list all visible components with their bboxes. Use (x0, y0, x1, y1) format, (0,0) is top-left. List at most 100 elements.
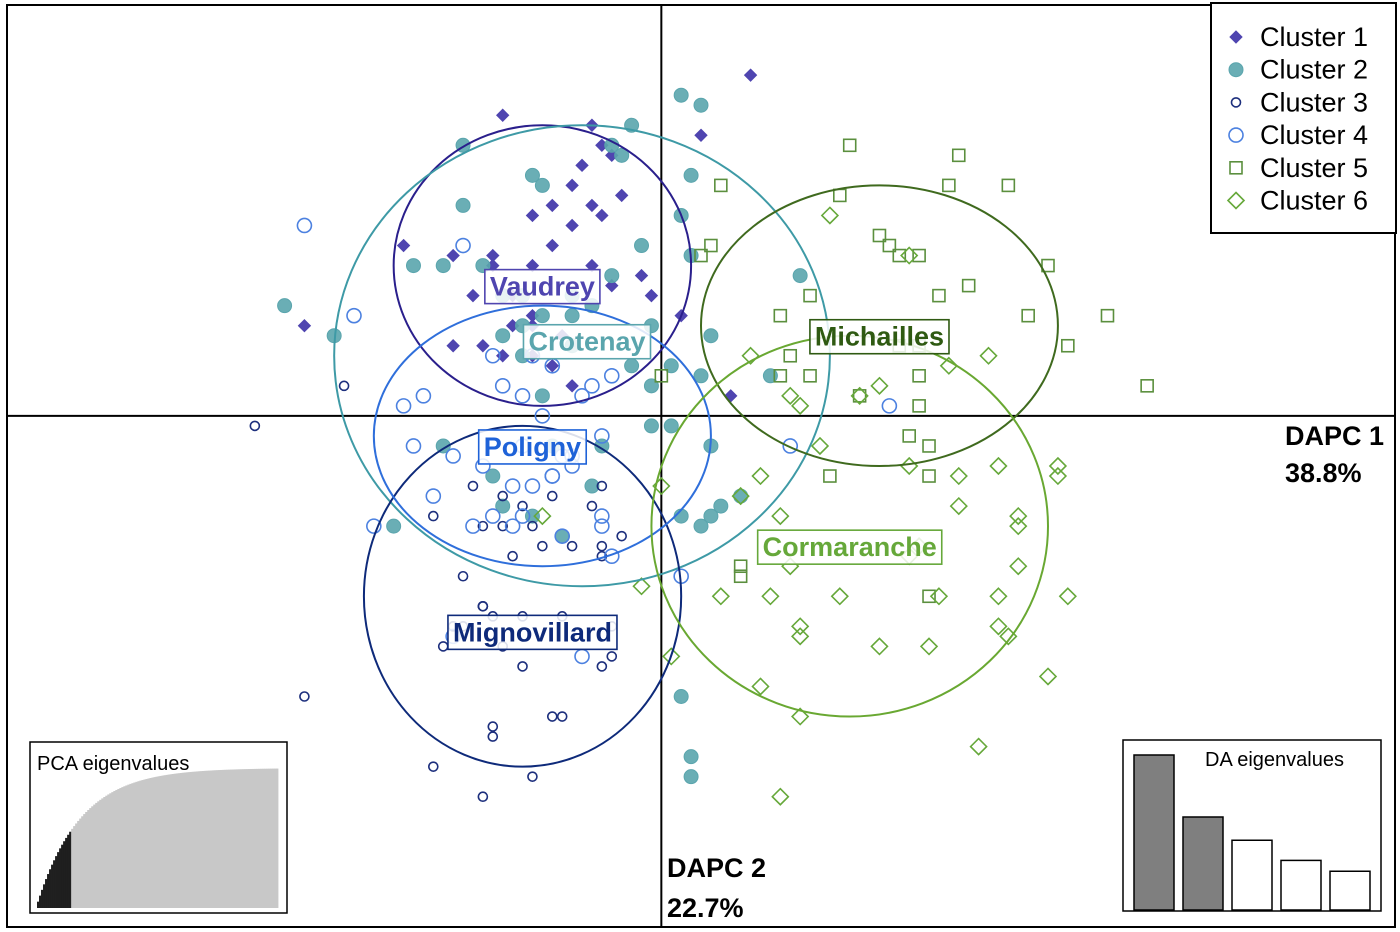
cluster-2-point (733, 488, 749, 504)
cluster-3-point (566, 540, 578, 552)
pca-eigenvalue-bar (55, 856, 58, 908)
legend-label-cluster-5: Cluster 5 (1260, 153, 1368, 183)
pca-eigenvalue-bar (105, 795, 108, 908)
cluster-4-point (584, 378, 600, 394)
pca-eigenvalue-bar (219, 769, 223, 908)
cluster-5-point (882, 238, 897, 253)
cluster-1-point (545, 198, 559, 213)
pca-eigenvalue-bar (159, 775, 162, 908)
cluster-3-point (586, 500, 598, 512)
cluster-3-point (546, 711, 558, 722)
population-label-box (809, 318, 950, 355)
pca-eigenvalue-bar (133, 782, 136, 908)
cluster-2-point (683, 749, 699, 765)
cluster-2-point (703, 328, 719, 344)
cluster-3-point (596, 661, 608, 672)
legend-label-cluster-4: Cluster 4 (1260, 120, 1368, 150)
cluster-2-point (495, 498, 511, 514)
population-label-poligny: Poligny (477, 429, 588, 465)
cluster-1-point (565, 218, 579, 233)
pca-eigenvalue-bar (69, 831, 72, 908)
pca-eigenvalue-bar (255, 768, 259, 908)
cluster-1-point (545, 359, 559, 373)
cluster-6-point (1009, 557, 1028, 576)
cluster-5-point (922, 589, 936, 604)
cluster-6-point (1048, 456, 1068, 476)
cluster-2-point (673, 87, 689, 103)
pca-eigenvalue-bar (265, 768, 269, 908)
cluster-2-point (624, 358, 640, 374)
cluster-3-point (497, 490, 509, 502)
cluster-5-point (922, 439, 936, 453)
pca-eigenvalue-bar (171, 774, 174, 908)
cluster-5-point (942, 178, 956, 193)
cluster-1-point (585, 198, 599, 213)
cluster-1-point (446, 248, 460, 263)
cluster-3-point (596, 540, 608, 552)
pca-eigenvalue-bar (245, 769, 249, 908)
cluster-3-point (527, 771, 538, 782)
legend-box (1210, 2, 1397, 234)
population-label-michailles: Michailles (809, 318, 950, 355)
cluster-5-point (704, 238, 718, 253)
cluster-4-point (425, 488, 442, 504)
population-label-box (447, 614, 618, 651)
cluster-4-point (554, 528, 571, 544)
pca-eigenvalue-bar (235, 769, 239, 908)
cluster-6-point (1058, 587, 1077, 606)
pca-eigenvalue-bar (53, 860, 56, 908)
pca-eigenvalue-bar (189, 771, 193, 908)
pca-eigenvalue-bar (221, 769, 225, 908)
pca-eigenvalue-bar (93, 804, 96, 908)
cluster-3-point (477, 791, 489, 803)
population-label-text: Michailles (815, 322, 944, 352)
cluster-2-point (643, 418, 659, 434)
cluster-3-point (507, 550, 518, 562)
cluster-1-point (694, 128, 708, 142)
pca-eigenvalue-bar (141, 780, 144, 908)
cluster-5-point (654, 369, 669, 383)
cluster-4-point (405, 438, 422, 454)
cluster-6-point (751, 677, 770, 696)
cluster-4-point (494, 378, 511, 394)
pca-eigenvalue-bar (167, 774, 170, 908)
pca-eigenvalue-bar (79, 818, 82, 908)
da-inset-title: DA eigenvalues (1205, 749, 1344, 771)
cluster-6-point (791, 707, 810, 726)
y-axis-variance: 22.7% (667, 893, 744, 923)
pca-eigenvalue-bar (213, 770, 217, 908)
cluster-6-point (870, 637, 889, 656)
cluster-1-point (565, 178, 579, 193)
cluster-6-point (781, 386, 800, 405)
cluster-6-point (632, 577, 651, 596)
pca-eigenvalue-bar (109, 793, 112, 908)
pca-eigenvalue-bar (45, 879, 48, 908)
pca-eigenvalue-bar (145, 778, 148, 908)
pca-eigenvalue-bar (183, 772, 187, 908)
cluster-3-point (517, 661, 528, 672)
pca-eigenvalue-bar (67, 834, 70, 908)
cluster-6-point (900, 246, 919, 265)
legend-label-cluster-3: Cluster 3 (1260, 87, 1368, 117)
cluster-1-point (634, 268, 649, 283)
pca-eigenvalue-bar (247, 769, 251, 908)
cluster-5-point (1140, 379, 1154, 393)
cluster-1-point (644, 288, 659, 303)
pca-eigenvalue-bar (223, 769, 227, 908)
y-axis-label: DAPC 2 (667, 853, 766, 883)
pca-eigenvalue-bar (121, 787, 124, 908)
pca-eigenvalue-bar (257, 768, 261, 908)
cluster-4-point (395, 398, 412, 414)
population-label-vaudrey: Vaudrey (484, 268, 601, 305)
cluster-1-ellipse (392, 124, 693, 407)
pca-eigenvalue-bar (211, 770, 215, 908)
pca-eigenvalues-inset: PCA eigenvalues (29, 741, 288, 914)
cluster-6-point (820, 206, 840, 225)
cluster-3-point (537, 540, 548, 552)
pca-eigenvalue-bar (217, 770, 221, 908)
cluster-6-point (662, 647, 681, 666)
cluster-3-point (497, 520, 509, 532)
pca-eigenvalue-bar (155, 776, 158, 908)
cluster-5-point (783, 348, 798, 363)
